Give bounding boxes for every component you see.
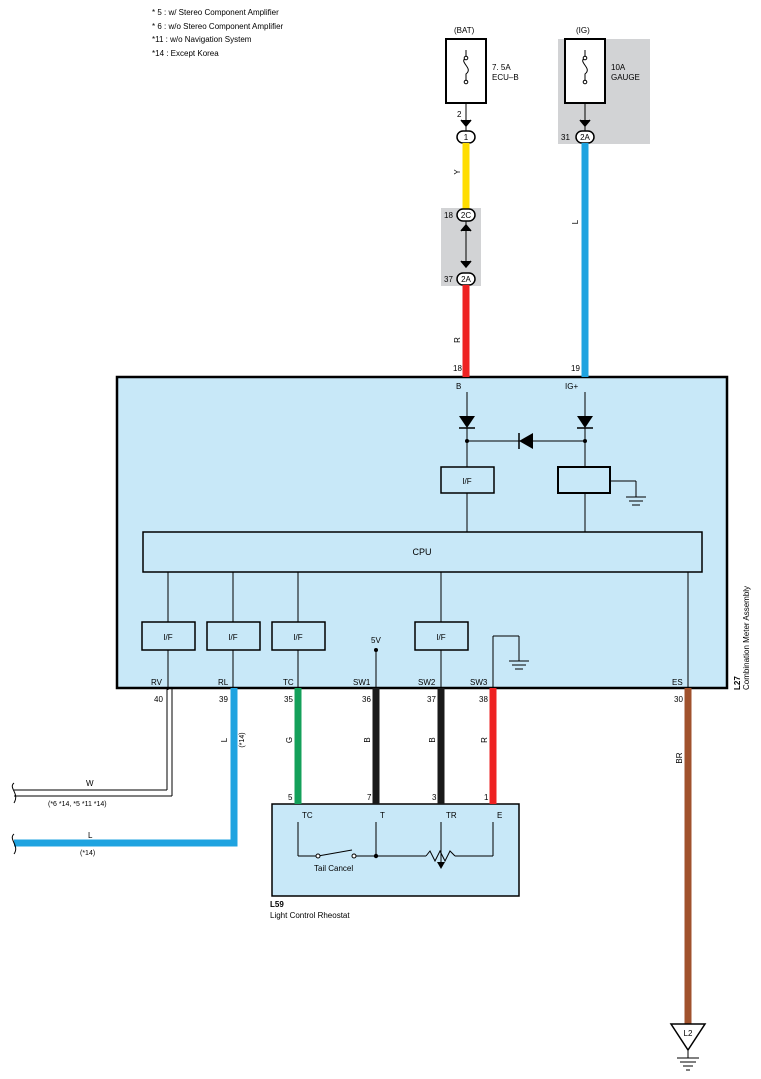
meter-pin-rl-num: 39 xyxy=(219,695,228,704)
rheostat-pin-e: E xyxy=(497,811,502,820)
note-4: *14 : Except Korea xyxy=(152,49,219,58)
ig-wire-color: L xyxy=(571,219,580,224)
sw2-wire-color: B xyxy=(428,737,437,742)
l-wire-note: (*14) xyxy=(80,850,95,857)
rheostat-pin-t: T xyxy=(380,811,385,820)
meter-pin-rv: RV xyxy=(151,678,163,687)
es-wire-color: BR xyxy=(675,752,684,763)
meter-pin-sw1: SW1 xyxy=(353,678,371,687)
bat-label: (BAT) xyxy=(454,26,475,35)
note-1: * 5 : w/ Stereo Component Amplifier xyxy=(152,8,279,17)
rheostat-pin-t-num: 7 xyxy=(367,793,372,802)
diode-bridge xyxy=(518,433,533,449)
if-label-b: I/F xyxy=(462,477,471,486)
tc-wire-color: G xyxy=(285,737,294,743)
bat-connector-label: 1 xyxy=(464,133,469,142)
notes: * 5 : w/ Stereo Component Amplifier * 6 … xyxy=(152,8,284,58)
meter-pin-sw3-num: 38 xyxy=(479,695,488,704)
if-block-b xyxy=(440,466,495,494)
junction-lower-pin: 37 xyxy=(444,275,453,284)
rheostat-pin-tr: TR xyxy=(446,811,457,820)
ig-fuse-name: GAUGE xyxy=(611,73,640,82)
meter-name: Combination Meter Assembly xyxy=(742,586,751,690)
rl-wire xyxy=(14,688,238,847)
meter-pin-sw1-num: 36 xyxy=(362,695,371,704)
if-label-rl: I/F xyxy=(228,633,237,642)
ig-fuse-rating: 10A xyxy=(611,63,626,72)
meter-id: L27 xyxy=(733,676,742,690)
rheostat-box xyxy=(271,803,520,897)
meter-pin-es-num: 30 xyxy=(674,695,683,704)
meter-pin-b: B xyxy=(456,382,461,391)
ground-id: L2 xyxy=(684,1029,693,1038)
junction-upper-pin: 18 xyxy=(444,211,453,220)
if-label-tc: I/F xyxy=(293,633,302,642)
if-label-rv: I/F xyxy=(163,633,172,642)
rheostat-circuit xyxy=(297,822,494,864)
bat-fuse-name: ECU–B xyxy=(492,73,519,82)
if-block-rl xyxy=(206,621,261,651)
if-block-tc xyxy=(271,621,326,651)
w-wire-color: W xyxy=(86,779,94,788)
ig-fuse: (IG) 10A GAUGE xyxy=(564,26,640,104)
note-2: * 6 : w/o Stereo Component Amplifier xyxy=(152,22,284,31)
diode-b xyxy=(459,416,475,429)
meter-pin-b-num: 18 xyxy=(453,364,462,373)
w-wire-note: (*6 *14, *5 *11 *14) xyxy=(48,801,107,808)
rl-wire-note: (*14) xyxy=(239,732,246,747)
meter-internal-circuit xyxy=(167,392,689,690)
ig-label: (IG) xyxy=(576,26,590,35)
bat-fuse-rating: 7. 5A xyxy=(492,63,511,72)
l-wire-color: L xyxy=(88,831,93,840)
meter-pin-es: ES xyxy=(672,678,683,687)
regulator-block xyxy=(557,466,611,494)
sw3-wire-color: R xyxy=(480,737,489,743)
meter-pin-sw2: SW2 xyxy=(418,678,436,687)
meter-pin-tc-num: 35 xyxy=(284,695,293,704)
junction-upper-label: 2C xyxy=(461,211,471,220)
meter-pin-tc: TC xyxy=(283,678,294,687)
rheostat-pin-tr-num: 3 xyxy=(432,793,437,802)
bat-pin: 2 xyxy=(457,110,462,119)
rheostat-name: Light Control Rheostat xyxy=(270,911,350,920)
five-v-label: 5V xyxy=(371,636,381,645)
if-block-rv xyxy=(141,621,196,651)
if-label-sw2: I/F xyxy=(436,633,445,642)
ig-connector-label: 2A xyxy=(580,133,590,142)
meter-pin-rl: RL xyxy=(218,678,229,687)
bat-fuse: (BAT) 7. 5A ECU–B xyxy=(445,26,519,104)
meter-pin-sw2-num: 37 xyxy=(427,695,436,704)
diode-ig xyxy=(577,416,593,429)
rv-wire xyxy=(11,688,173,804)
cpu-label: CPU xyxy=(412,547,431,557)
bat-wire-lower-color: R xyxy=(453,337,462,343)
rheostat-id: L59 xyxy=(270,900,284,909)
meter-pin-ig: IG+ xyxy=(565,382,578,391)
rheostat-pin-tc: TC xyxy=(302,811,313,820)
rheostat-pin-e-num: 1 xyxy=(484,793,489,802)
meter-pin-ig-num: 19 xyxy=(571,364,580,373)
meter-pin-sw3: SW3 xyxy=(470,678,488,687)
bat-wire-upper-color: Y xyxy=(453,169,462,175)
meter-pin-rv-num: 40 xyxy=(154,695,163,704)
junction-lower-label: 2A xyxy=(461,275,471,284)
sw1-wire-color: B xyxy=(363,737,372,742)
if-block-sw2 xyxy=(414,621,469,651)
cpu-block xyxy=(142,531,703,573)
ground-l2 xyxy=(669,1023,707,1071)
tail-cancel-label: Tail Cancel xyxy=(314,864,353,873)
ig-pin: 31 xyxy=(561,133,570,142)
rl-wire-color: L xyxy=(220,737,229,742)
note-3: *11 : w/o Navigation System xyxy=(152,35,252,44)
rheostat-pin-tc-num: 5 xyxy=(288,793,293,802)
